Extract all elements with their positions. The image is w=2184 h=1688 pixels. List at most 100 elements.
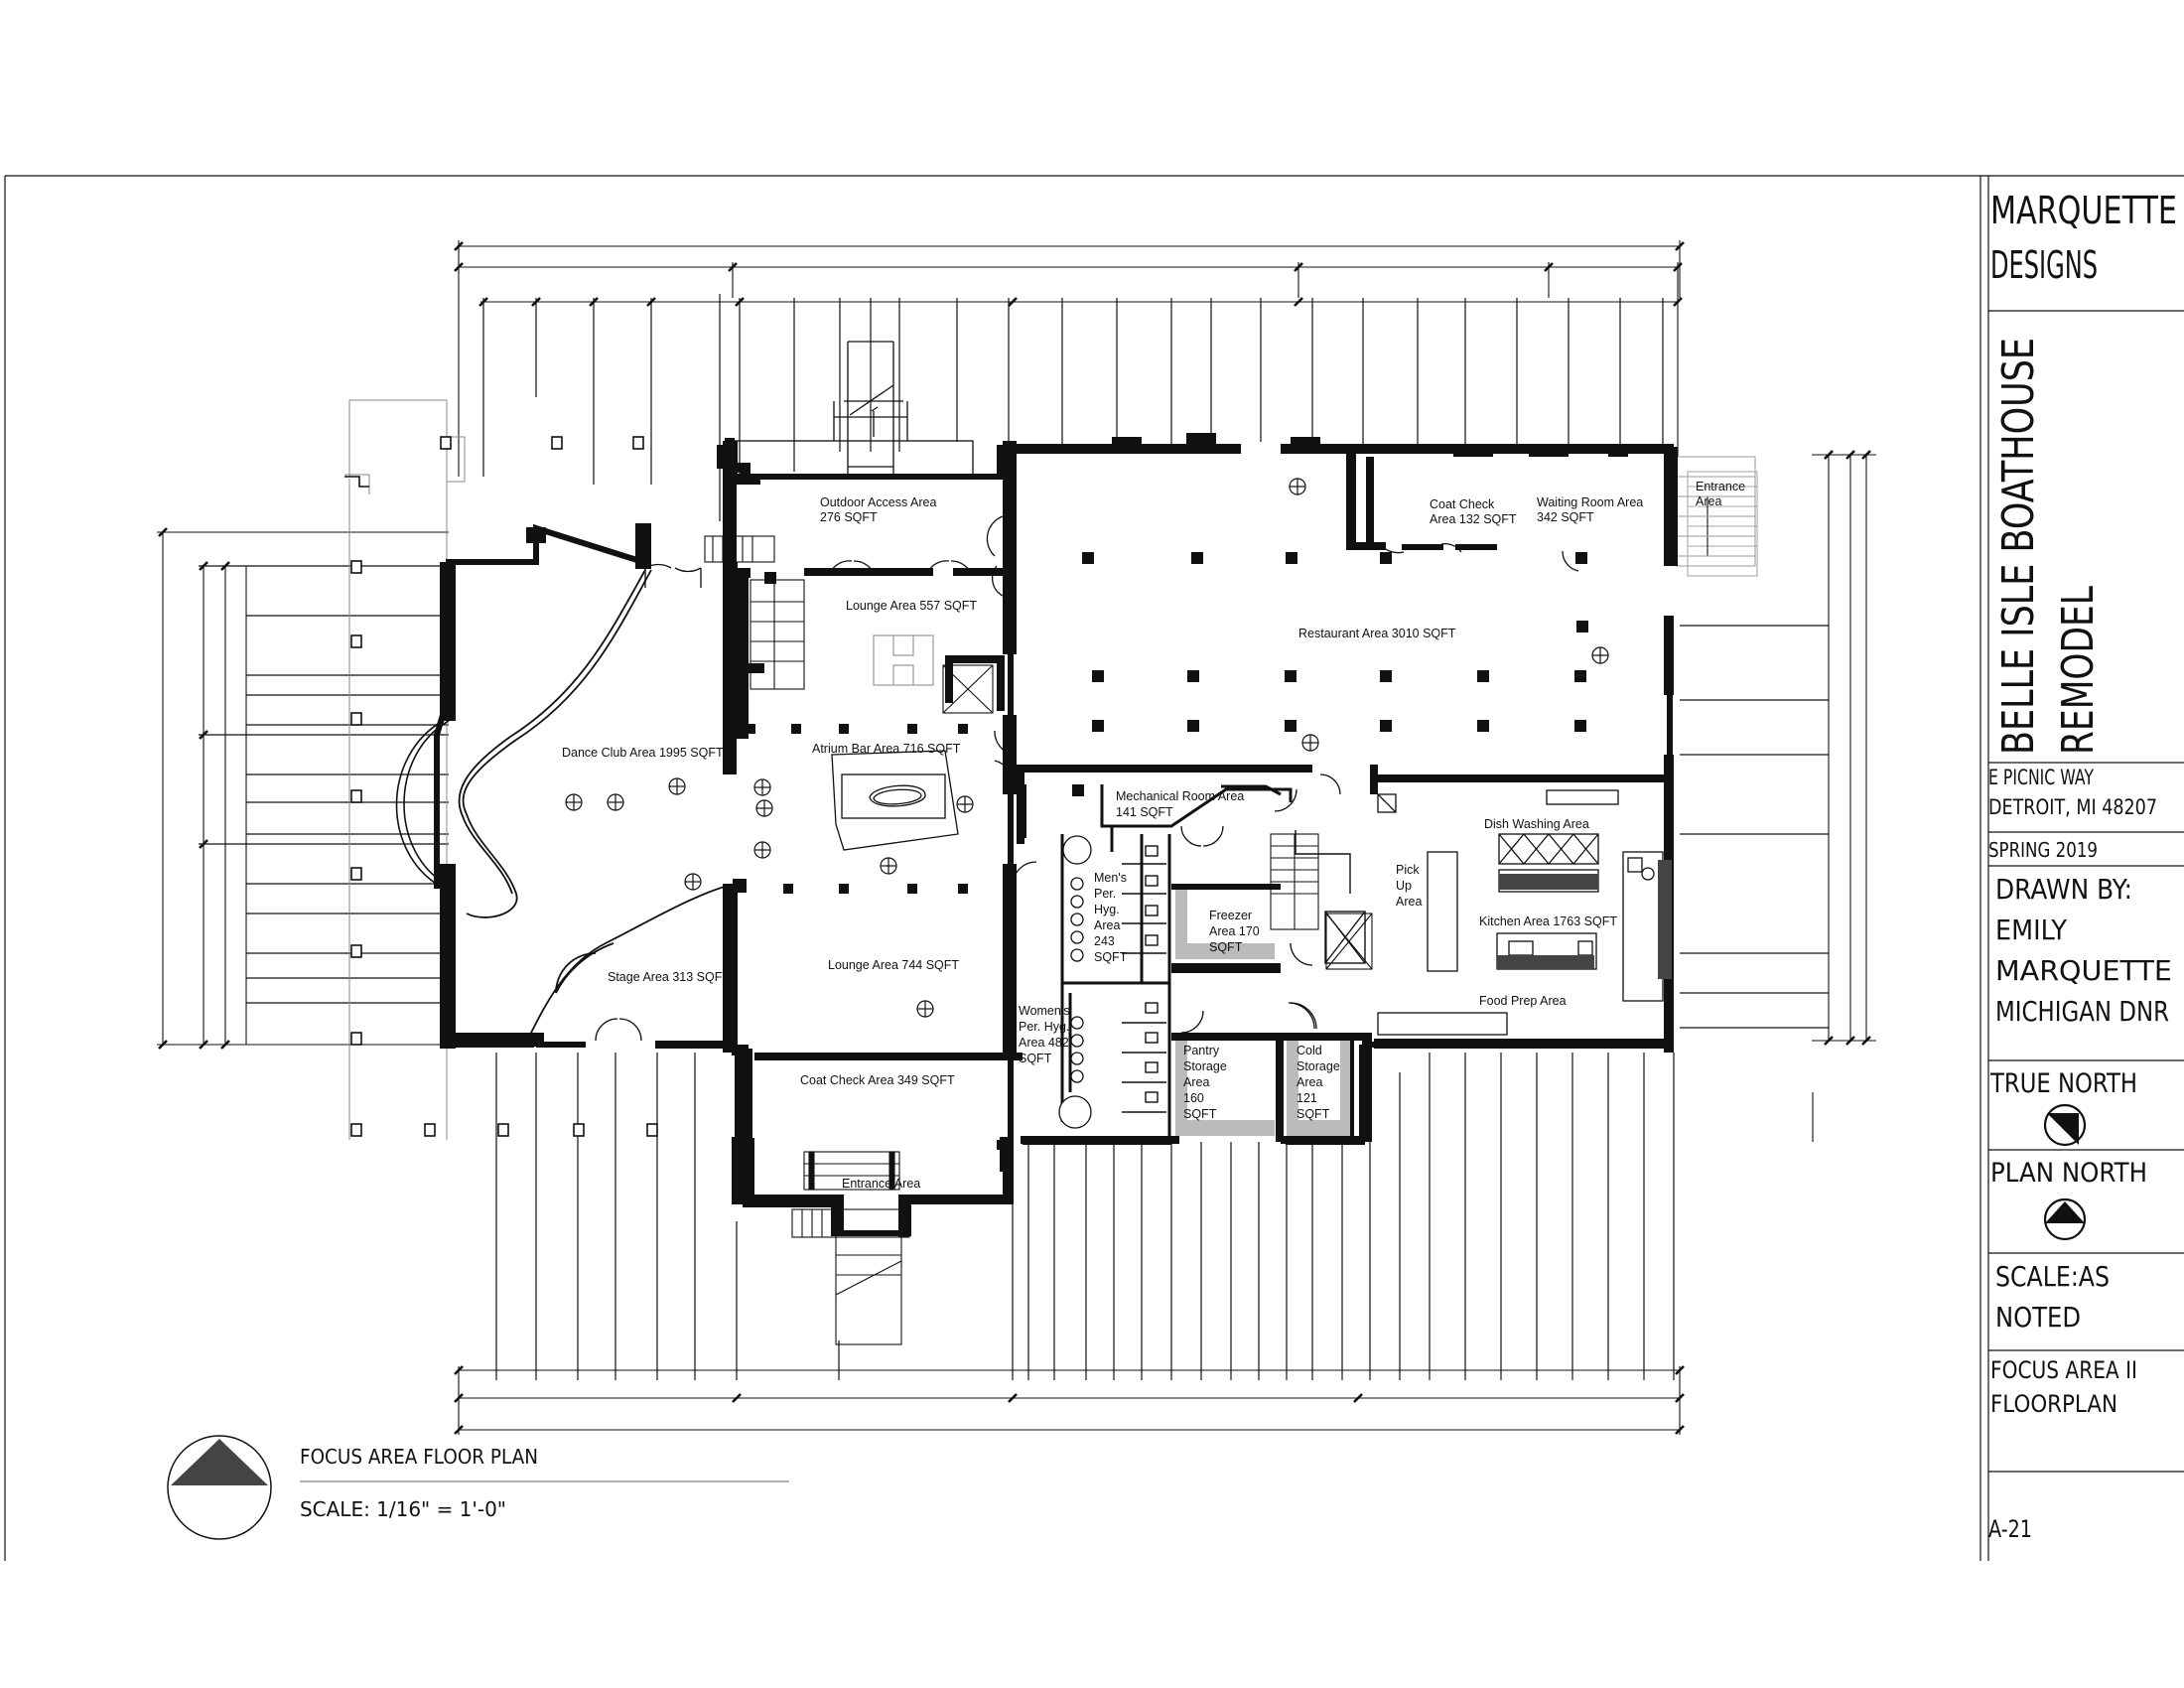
bottom-dimension-strings [458, 1366, 1681, 1435]
room-label-cold-5: SQFT [1297, 1107, 1330, 1121]
room-label-waiting-room-area: 342 SQFT [1537, 510, 1594, 524]
scale-line2: NOTED [1995, 1301, 2081, 1334]
room-label-lounge-557: Lounge Area 557 SQFT [846, 599, 977, 613]
kitchen-outline [1295, 830, 1366, 964]
room-label-mechanical: Mechanical Room Area [1116, 789, 1244, 803]
room-label-pantry-2: Storage [1183, 1059, 1227, 1073]
coat-check-132-walls [1346, 449, 1674, 566]
drawing-title: FOCUS AREA FLOOR PLAN [300, 1445, 538, 1469]
room-label-dish-washing: Dish Washing Area [1484, 817, 1589, 831]
room-label-dance-club: Dance Club Area 1995 SQFT [562, 746, 724, 760]
room-label-restaurant: Restaurant Area 3010 SQFT [1298, 627, 1456, 640]
room-label-atrium-bar: Atrium Bar Area 716 SQFT [812, 742, 961, 756]
restroom-walls [1060, 834, 1171, 1142]
atrium-bar-counter [831, 750, 959, 851]
room-label-pantry-3: Area [1183, 1075, 1209, 1089]
room-label-pantry-4: 160 [1183, 1091, 1204, 1105]
left-dimension-ticks [158, 527, 230, 1050]
address-line2: DETROIT, MI 48207 [1988, 795, 2157, 819]
room-label-womens-2: Per. Hyg. [1019, 1020, 1069, 1034]
light-fixture-icons [565, 478, 1609, 1018]
room-label-waiting-room: Waiting Room Area [1537, 495, 1643, 509]
project-name-line2: REMODEL [2053, 586, 2104, 755]
storage-walls [1171, 884, 1372, 1142]
dance-club-bay-window [395, 720, 450, 889]
plan-north-label: PLAN NORTH [1990, 1158, 2147, 1189]
drawn-by-name1: EMILY [1995, 914, 2068, 946]
interior-walls [733, 568, 1670, 1148]
room-label-mens-4: Area [1094, 918, 1120, 932]
room-label-coat-check-349: Coat Check Area 349 SQFT [800, 1073, 955, 1087]
room-label-entrance-top: Entrance [1696, 480, 1745, 493]
entrance-walls [735, 1138, 1011, 1237]
room-label-freezer-3: SQFT [1209, 940, 1243, 954]
room-label-freezer-2: Area 170 [1209, 924, 1260, 938]
sheet-title-line2: FLOORPLAN [1990, 1390, 2117, 1418]
room-label-outdoor-access-area: 276 SQFT [820, 510, 878, 524]
room-label-pantry-5: SQFT [1183, 1107, 1217, 1121]
sheet-number: A-21 [1988, 1515, 2032, 1543]
room-label-pickup-2: Up [1396, 879, 1412, 893]
bottom-projection-lines [495, 1053, 1675, 1380]
drawing-north-arrow-icon [167, 1435, 272, 1540]
room-label-mens-5: 243 [1094, 934, 1115, 948]
room-label-pickup-3: Area [1396, 895, 1422, 909]
wall-poche [440, 441, 1674, 1234]
room-label-stage: Stage Area 313 SQFT [608, 970, 730, 984]
storage-hatch [1175, 890, 1350, 1136]
scale-line1: SCALE:AS [1995, 1260, 2110, 1293]
dance-club-curves [458, 569, 736, 1044]
date-label: SPRING 2019 [1988, 838, 2098, 862]
drawing-scale: SCALE: 1/16" = 1'-0" [300, 1497, 506, 1521]
bottom-dimension-ticks [454, 1365, 1685, 1435]
room-labels: Outdoor Access Area 276 SQFT Lounge Area… [562, 480, 1745, 1191]
outdoor-access-frame [734, 341, 974, 476]
room-label-entrance-top-area: Area [1696, 494, 1721, 508]
room-label-cold-4: 121 [1297, 1091, 1317, 1105]
title-block [1987, 176, 2184, 1561]
entrance-top-right-walls [1672, 447, 1678, 566]
room-label-mechanical-area: 141 SQFT [1116, 805, 1173, 819]
room-label-cold-3: Area [1297, 1075, 1322, 1089]
firm-name-line2: DESIGNS [1990, 243, 2098, 287]
right-dimension-strings [1812, 454, 1876, 1142]
room-label-pickup-1: Pick [1396, 863, 1420, 877]
room-label-womens-3: Area 482 [1019, 1036, 1069, 1050]
left-projection-lines [199, 565, 449, 1004]
room-label-mens-1: Men's [1094, 871, 1127, 885]
room-label-kitchen: Kitchen Area 1763 SQFT [1479, 914, 1617, 928]
room-label-coat-check-132-area: Area 132 SQFT [1430, 512, 1517, 526]
project-name-line1: BELLE ISLE BOATHOUSE [1993, 338, 2044, 755]
room-label-pantry-1: Pantry [1183, 1044, 1220, 1057]
plan-north-arrow-icon [2043, 1197, 2087, 1241]
top-dimension-ticks [454, 241, 1685, 307]
room-label-mens-3: Hyg. [1094, 903, 1120, 916]
firm-name-line1: MARQUETTE [1990, 189, 2177, 232]
left-dimension-strings [157, 531, 449, 1046]
mechanical-room-walls [1100, 784, 1293, 852]
room-label-mens-2: Per. [1094, 887, 1116, 901]
room-label-coat-check-132: Coat Check [1430, 497, 1495, 511]
kitchen-equipment-fill [1497, 860, 1672, 979]
left-pier-columns [344, 436, 658, 1137]
true-north-arrow-icon [2043, 1103, 2087, 1147]
room-label-womens-4: SQFT [1019, 1052, 1052, 1065]
restaurant-columns [1082, 552, 1674, 732]
right-dimension-ticks [1824, 450, 1871, 1046]
drawn-by-label: DRAWN BY: [1995, 873, 2132, 906]
room-label-cold-2: Storage [1297, 1059, 1340, 1073]
drawn-by-name2: MARQUETTE [1995, 954, 2172, 987]
room-label-freezer-1: Freezer [1209, 909, 1252, 922]
exterior-walls [434, 438, 1673, 1236]
right-projection-lines [1680, 625, 1829, 1029]
address-line1: E PICNIC WAY [1988, 766, 2094, 789]
top-projection-lines [482, 294, 1664, 521]
room-label-womens-1: Women's [1019, 1004, 1069, 1018]
room-label-entrance-bottom: Entrance Area [842, 1177, 920, 1191]
wall-segments-top [1112, 433, 1628, 457]
toilet-stalls [1122, 845, 1166, 1113]
restroom-fixtures [1058, 835, 1092, 1129]
room-label-food-prep: Food Prep Area [1479, 994, 1567, 1008]
room-label-mens-6: SQFT [1094, 950, 1128, 964]
